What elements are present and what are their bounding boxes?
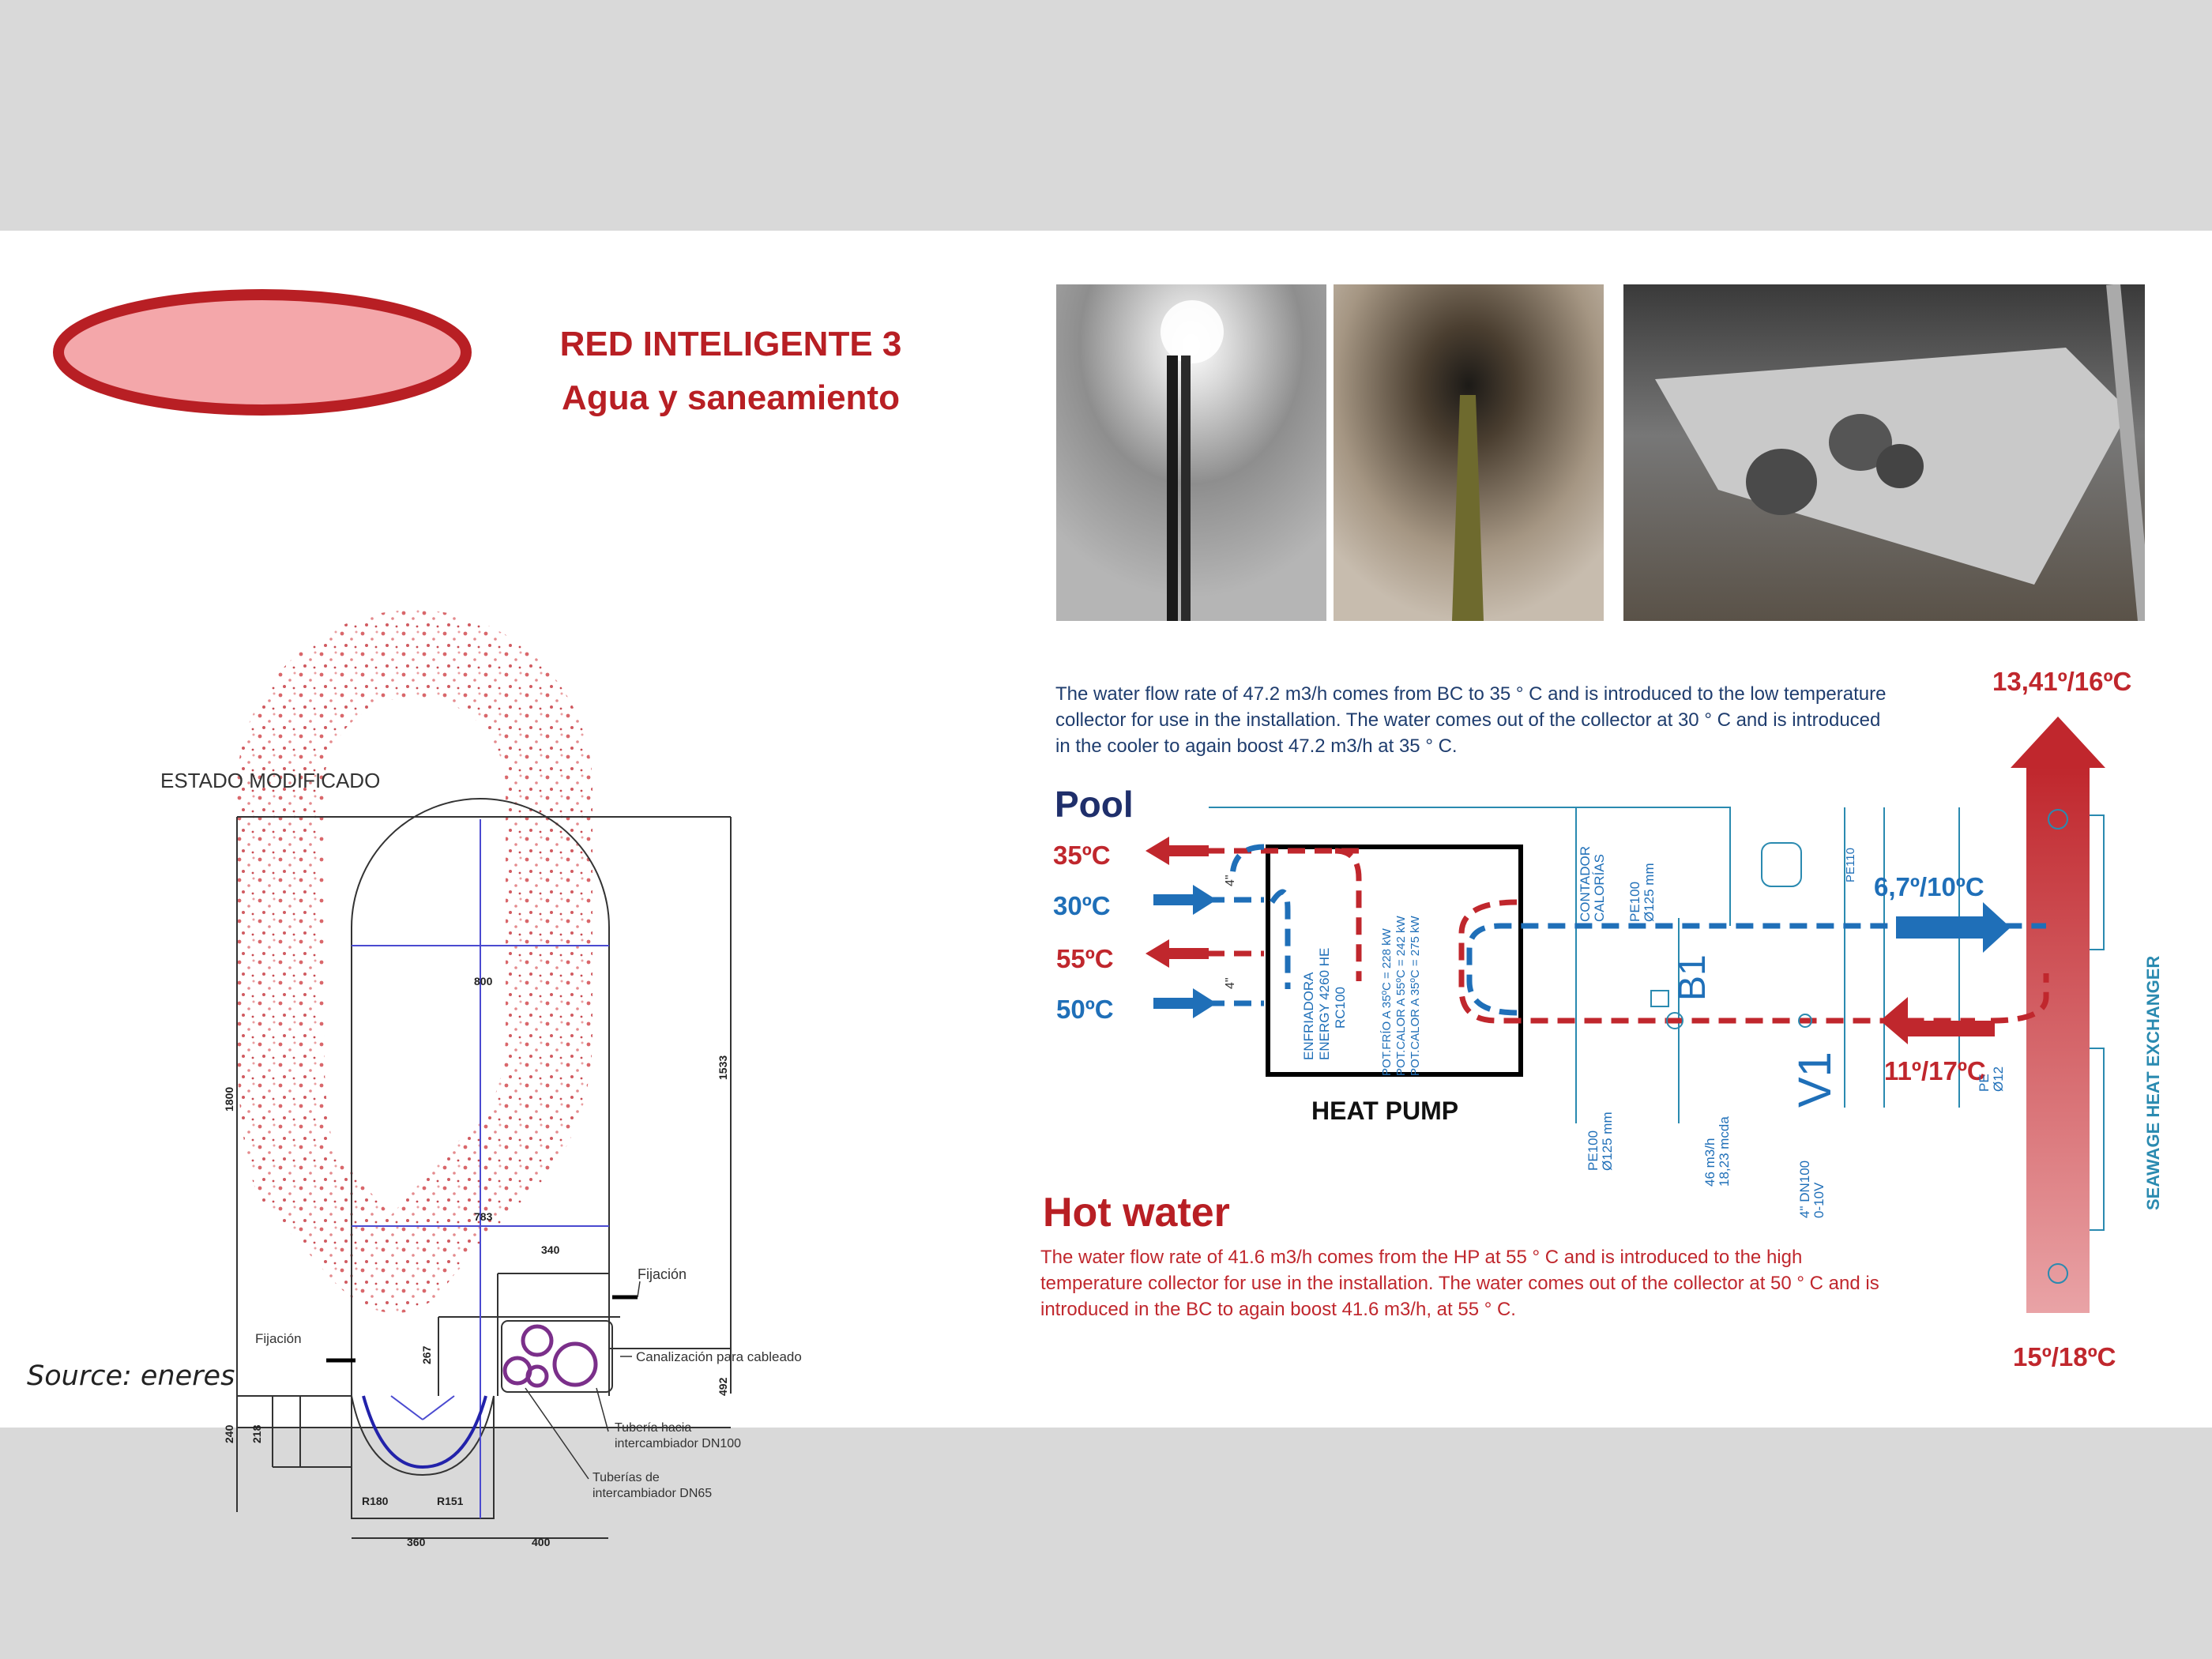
b1-label: B1: [1672, 954, 1714, 1001]
photo-shaft: [1056, 284, 1326, 621]
hp-pot-3: POT.CALOR A 35ºC = 275 kW: [1409, 916, 1422, 1076]
dim-r151: R151: [437, 1495, 464, 1507]
temp-35-label: 35ºC: [1053, 841, 1111, 870]
pe100-b2: Ø125 mm: [1600, 1112, 1615, 1171]
arrow-67-blue: [1896, 902, 2011, 953]
canalizacion-label: Canalización para cableado: [636, 1349, 802, 1364]
pool-label: Pool: [1055, 784, 1134, 825]
pipe-size-b: 4": [1224, 977, 1237, 989]
pipe-size-a: 4": [1224, 875, 1237, 886]
pe100-a2: Ø125 mm: [1642, 863, 1657, 922]
tuberia-label-2: intercambiador DN100: [615, 1437, 741, 1450]
arrow-30-in: [1153, 885, 1217, 915]
arrow-55-out: [1146, 939, 1209, 968]
title-ellipse: [53, 289, 472, 416]
pe-right: PE: [1977, 1074, 1992, 1092]
pool-description: The water flow rate of 47.2 m3/h comes f…: [1055, 683, 1887, 757]
temp-50-label: 50ºC: [1056, 995, 1114, 1024]
fijacion-right-label: Fijación: [638, 1266, 687, 1282]
dim-360: 360: [407, 1536, 426, 1548]
fijacion-left-label: Fijación: [255, 1331, 302, 1346]
arrow-35-out: [1146, 837, 1209, 865]
v1-label: V1: [1789, 1051, 1841, 1108]
dim-800: 800: [474, 975, 493, 988]
dim-492: 492: [717, 1377, 729, 1396]
hot-water-label: Hot water: [1043, 1190, 1230, 1236]
state-label: ESTADO MODIFICADO: [160, 769, 380, 792]
valve-a: 4" DN100: [1797, 1161, 1812, 1218]
source-caption: Source: eneres: [27, 1360, 235, 1392]
contador-2: CALORÍAS: [1592, 854, 1607, 922]
dim-267: 267: [420, 1345, 433, 1364]
pe110-label: PE110: [1844, 848, 1857, 882]
slide-title: RED INTELIGENTE 3 Agua y saneamiento: [514, 318, 948, 425]
pe100-b: PE100: [1586, 1130, 1601, 1171]
heat-pump-box: [1266, 845, 1523, 1077]
heat-pump-label: HEAT PUMP: [1311, 1097, 1458, 1125]
arrow-50-in: [1153, 988, 1217, 1018]
dim-240: 240: [223, 1424, 235, 1443]
temp-55-label: 55ºC: [1056, 944, 1114, 973]
hp-pot-2: POT.CALOR A 55ºC = 242 kW: [1394, 916, 1408, 1076]
tunnel-section-drawing: ESTADO MODIFICADO: [160, 610, 802, 1548]
seawage-flow-arrow: [2011, 717, 2105, 1313]
valve-b: 0-10V: [1811, 1182, 1826, 1218]
flow-b: 18,23 mcda: [1717, 1116, 1732, 1187]
temp-top-label: 13,41º/16ºC: [1992, 667, 2131, 696]
hp-pot-1: POT.FRÍO A 35ºC = 228 kW: [1380, 927, 1394, 1076]
pe-right-2: Ø12: [1991, 1066, 2006, 1092]
dim-400: 400: [532, 1536, 551, 1548]
exchanger-label: SEAWAGE HEAT EXCHANGER: [2143, 956, 2163, 1210]
title-line-2: Agua y saneamiento: [562, 378, 900, 417]
slide: RED INTELIGENTE 3 Agua y saneamiento EST…: [0, 231, 2212, 1548]
pe100-a: PE100: [1627, 882, 1642, 922]
flow-a: 46 m3/h: [1702, 1138, 1717, 1187]
temp-30-label: 30ºC: [1053, 891, 1111, 920]
dim-r180: R180: [362, 1495, 389, 1507]
temp-bottom-label: 15º/18ºC: [2013, 1342, 2116, 1371]
photo-heat-exchanger: [1623, 284, 2145, 621]
heat-pump-schematic: Pool Hot water HEAT PUMP 35ºC 30ºC 55ºC …: [1043, 667, 2163, 1371]
hot-water-description: The water flow rate of 41.6 m3/h comes f…: [1040, 1247, 1879, 1320]
hp-text-1: ENFRIADORA: [1301, 972, 1316, 1060]
arrow-1117-red: [1880, 997, 1995, 1044]
tuberias-label-2: intercambiador DN65: [592, 1487, 712, 1500]
dim-340: 340: [541, 1243, 560, 1256]
dim-218: 218: [250, 1424, 263, 1443]
dim-1533: 1533: [717, 1055, 729, 1080]
temp-1117-label: 11º/17ºC: [1884, 1056, 1986, 1085]
tuberias-label-1: Tuberías de: [592, 1471, 660, 1484]
tuberia-label-1: Tubería hacia: [615, 1421, 691, 1435]
temp-67-label: 6,7º/10ºC: [1874, 872, 1984, 901]
hp-text-3: RC100: [1333, 987, 1348, 1029]
contador-1: CONTADOR: [1578, 846, 1593, 922]
photo-sewer-tunnel: [1334, 284, 1604, 621]
hp-text-2: ENERGY 4260 HE: [1317, 948, 1332, 1060]
title-line-1: RED INTELIGENTE 3: [559, 325, 902, 363]
dim-1800: 1800: [223, 1087, 235, 1112]
dim-783: 783: [474, 1210, 493, 1223]
